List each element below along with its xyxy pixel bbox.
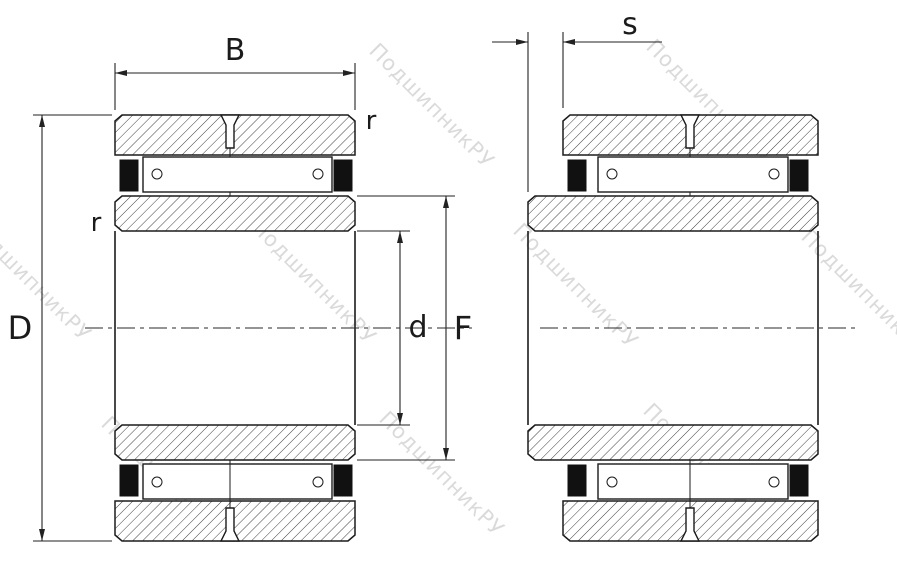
outer-ring-bottom-section	[114, 500, 356, 542]
dim-label-r-outer: r	[366, 106, 377, 136]
inner-ring-bottom-section	[527, 424, 819, 461]
needle-roller-row	[142, 156, 333, 193]
inner-ring-top-section	[114, 195, 356, 232]
roller-end-circle	[768, 476, 780, 488]
oil-groove-notch	[679, 114, 701, 149]
roller-end-circle	[606, 168, 618, 180]
right-bearing-view	[527, 114, 860, 542]
right-dimensions: s	[492, 7, 662, 192]
seal-block	[333, 464, 353, 497]
seal-block	[789, 464, 809, 497]
roller-end-circle	[606, 476, 618, 488]
seal-block	[567, 464, 587, 497]
dim-label-r-inner: r	[91, 208, 102, 238]
seal-block	[119, 159, 139, 192]
oil-groove-notch	[219, 507, 241, 542]
roller-end-circle	[151, 168, 163, 180]
needle-roller-row	[142, 463, 333, 500]
seal-block	[119, 464, 139, 497]
dim-label-B: B	[225, 33, 246, 68]
seal-block	[333, 159, 353, 192]
inner-ring-top-section	[527, 195, 819, 232]
watermark-text: ПодшипникРУ	[374, 407, 509, 542]
dim-label-F: F	[454, 309, 472, 347]
dim-label-D: D	[8, 309, 33, 347]
roller-end-circle	[768, 168, 780, 180]
inner-ring-bottom-section	[114, 424, 356, 461]
outer-ring-top-section	[114, 114, 356, 156]
needle-roller-row	[597, 463, 789, 500]
watermark-text: ПодшипникРУ	[364, 39, 499, 174]
seal-block	[567, 159, 587, 192]
watermark-text: ПодшипникРУ	[796, 225, 897, 360]
roller-end-circle	[312, 476, 324, 488]
needle-roller-row	[597, 156, 789, 193]
left-bearing-view	[85, 114, 472, 542]
left-dimensions: B D d F r r	[8, 33, 472, 542]
roller-end-circle	[151, 476, 163, 488]
oil-groove-notch	[679, 507, 701, 542]
seal-block	[789, 159, 809, 192]
dim-label-s: s	[622, 7, 638, 42]
watermark-text: ПодшипникРУ	[246, 215, 381, 350]
roller-end-circle	[312, 168, 324, 180]
dim-label-d: d	[408, 310, 427, 345]
oil-groove-notch	[219, 114, 241, 149]
